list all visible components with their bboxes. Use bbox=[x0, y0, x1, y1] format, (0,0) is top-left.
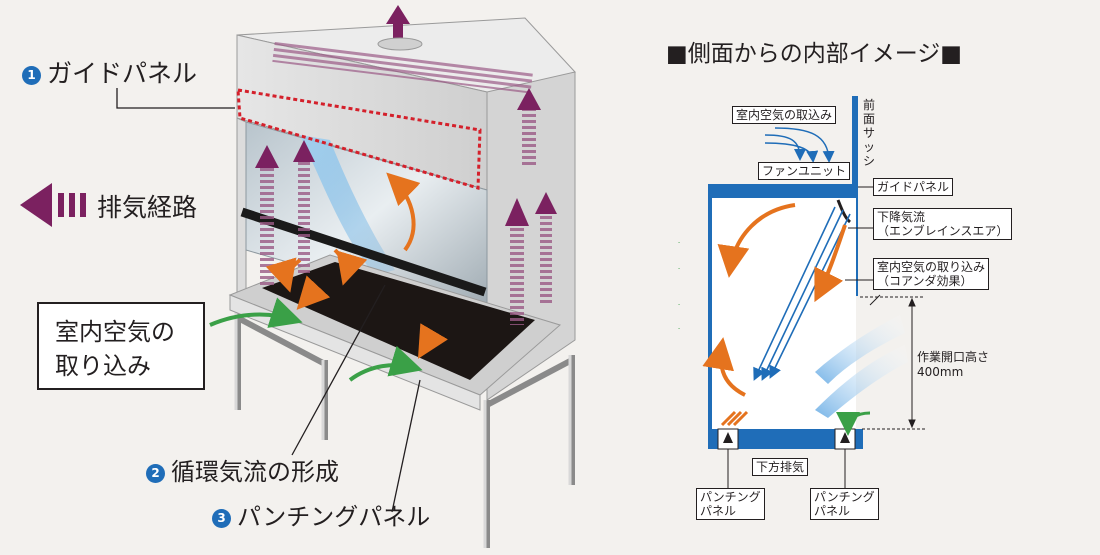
circulation-label: 2 循環気流の形成 bbox=[146, 452, 339, 487]
svg-text:-: - bbox=[678, 325, 680, 332]
punching-left-line2: パネル bbox=[700, 504, 737, 518]
downflow-line2: （エンブレインスエア） bbox=[877, 224, 1009, 238]
punching-label: 3 パンチングパネル bbox=[212, 497, 430, 532]
opening-height-label: 作業開口高さ 400mm bbox=[917, 350, 989, 380]
number-badge-icon: 1 bbox=[22, 65, 41, 85]
side-view-title: ■側面からの内部イメージ■ bbox=[666, 41, 963, 67]
punching-right-line2: パネル bbox=[814, 504, 851, 518]
downflow-label: 下降気流 （エンブレインスエア） bbox=[873, 208, 1013, 240]
opening-line2: 400mm bbox=[917, 365, 964, 379]
side-view-diagram: - - - - bbox=[678, 96, 925, 488]
fan-unit-label: ファンユニット bbox=[758, 162, 851, 180]
punching-right-line1: パンチング bbox=[814, 490, 875, 504]
guide-panel-side-label: ガイドパネル bbox=[873, 178, 954, 196]
punching-left-line1: パンチング bbox=[700, 490, 761, 504]
exhaust-arrow-icon bbox=[20, 183, 86, 227]
number-badge-icon: 2 bbox=[146, 463, 165, 483]
cabinet-illustration bbox=[116, 5, 576, 548]
punching-right-label: パンチング パネル bbox=[810, 488, 879, 520]
punching-left-label: パンチング パネル bbox=[696, 488, 765, 520]
svg-text:-: - bbox=[678, 239, 680, 246]
downflow-line1: 下降気流 bbox=[877, 210, 926, 224]
exhaust-route-label: 排気経路 bbox=[97, 193, 198, 222]
front-sash-label: 前面サッシ bbox=[862, 98, 876, 168]
number-badge-icon: 3 bbox=[212, 508, 231, 528]
coanda-line1: 室内空気の取り込み bbox=[877, 260, 986, 274]
svg-text:-: - bbox=[678, 265, 680, 272]
room-air-intake-label: 室内空気の取込み bbox=[732, 106, 837, 124]
coanda-line2: （コアンダ効果） bbox=[877, 274, 973, 288]
punching-text: パンチングパネル bbox=[237, 503, 431, 531]
room-air-coanda-label: 室内空気の取り込み （コアンダ効果） bbox=[873, 258, 990, 290]
circulation-text: 循環気流の形成 bbox=[171, 458, 339, 486]
guide-panel-label: 1 ガイドパネル bbox=[22, 54, 197, 90]
svg-text:-: - bbox=[678, 301, 680, 308]
intake-line1: 室内空気の bbox=[55, 318, 175, 346]
intake-line2: 取り込み bbox=[55, 352, 151, 380]
bottom-exhaust-label: 下方排気 bbox=[752, 458, 809, 476]
front-sash-text: 前面サッシ bbox=[862, 98, 875, 168]
opening-line1: 作業開口高さ bbox=[917, 350, 990, 364]
guide-panel-text: ガイドパネル bbox=[47, 59, 198, 88]
intake-label-box: 室内空気の 取り込み bbox=[37, 302, 205, 390]
